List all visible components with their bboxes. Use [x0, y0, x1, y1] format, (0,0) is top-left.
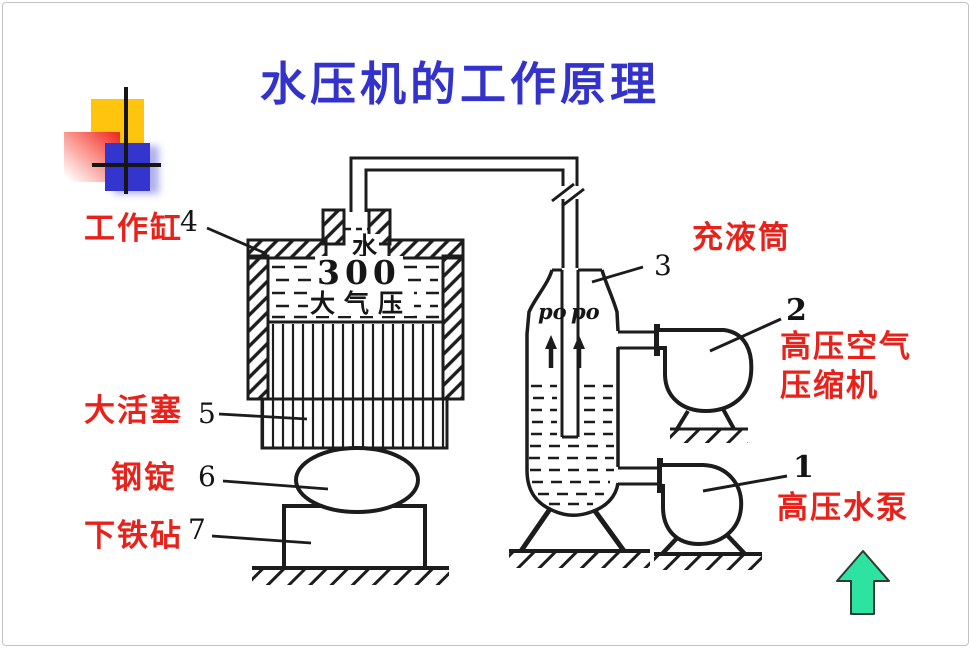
diagram-text-pressure-value: 300: [315, 253, 403, 292]
num-working-cylinder: 4: [180, 205, 198, 238]
lower-anvil: [252, 504, 449, 585]
num-filling-tank: 3: [654, 249, 672, 282]
label-working-cylinder: 工作缸: [84, 211, 183, 247]
flow-arrows: [548, 346, 582, 368]
leader-4: [206, 226, 268, 256]
deco-vertical-line: [124, 87, 128, 194]
leader-2: [709, 317, 782, 353]
large-piston: [248, 324, 463, 450]
leader-lines: [206, 226, 644, 545]
tank-water-dashes: [529, 384, 614, 506]
leader-7: [211, 534, 312, 545]
label-filling-tank: 充液筒: [692, 220, 791, 256]
diagram-text-pressure-unit: 大气压: [308, 289, 415, 318]
label-large-piston: 大活塞: [84, 393, 183, 429]
num-steel-ingot: 6: [198, 460, 216, 493]
up-arrow-button[interactable]: [836, 550, 890, 615]
num-air-compressor: 2: [786, 293, 807, 328]
filling-tank: [509, 268, 650, 568]
label-air-compressor-line1: 高压空气: [780, 329, 912, 365]
diagram-text-po-left: po: [538, 299, 567, 324]
leader-5: [218, 412, 308, 421]
label-steel-ingot: 钢锭: [111, 460, 177, 496]
leader-3: [591, 265, 644, 284]
page-title: 水压机的工作原理: [260, 57, 660, 111]
inner-tube: [560, 270, 580, 439]
deco-horizontal-line: [92, 163, 161, 167]
leader-1: [702, 474, 788, 493]
diagram-text-po-right: po: [571, 299, 600, 324]
tank-stand: [518, 507, 627, 553]
leader-6: [222, 479, 329, 491]
label-air-compressor-line2: 压缩机: [780, 368, 879, 404]
num-lower-anvil: 7: [188, 513, 206, 546]
steel-ingot: [294, 446, 420, 514]
connecting-pipe: [349, 156, 585, 268]
water-pump: [618, 458, 788, 570]
diagram-text-water: 水: [350, 232, 380, 261]
num-water-pump: 1: [793, 450, 814, 485]
label-water-pump: 高压水泵: [777, 490, 909, 526]
num-large-piston: 5: [198, 397, 216, 430]
label-lower-anvil: 下铁砧: [84, 518, 183, 554]
air-compressor: [618, 317, 782, 443]
